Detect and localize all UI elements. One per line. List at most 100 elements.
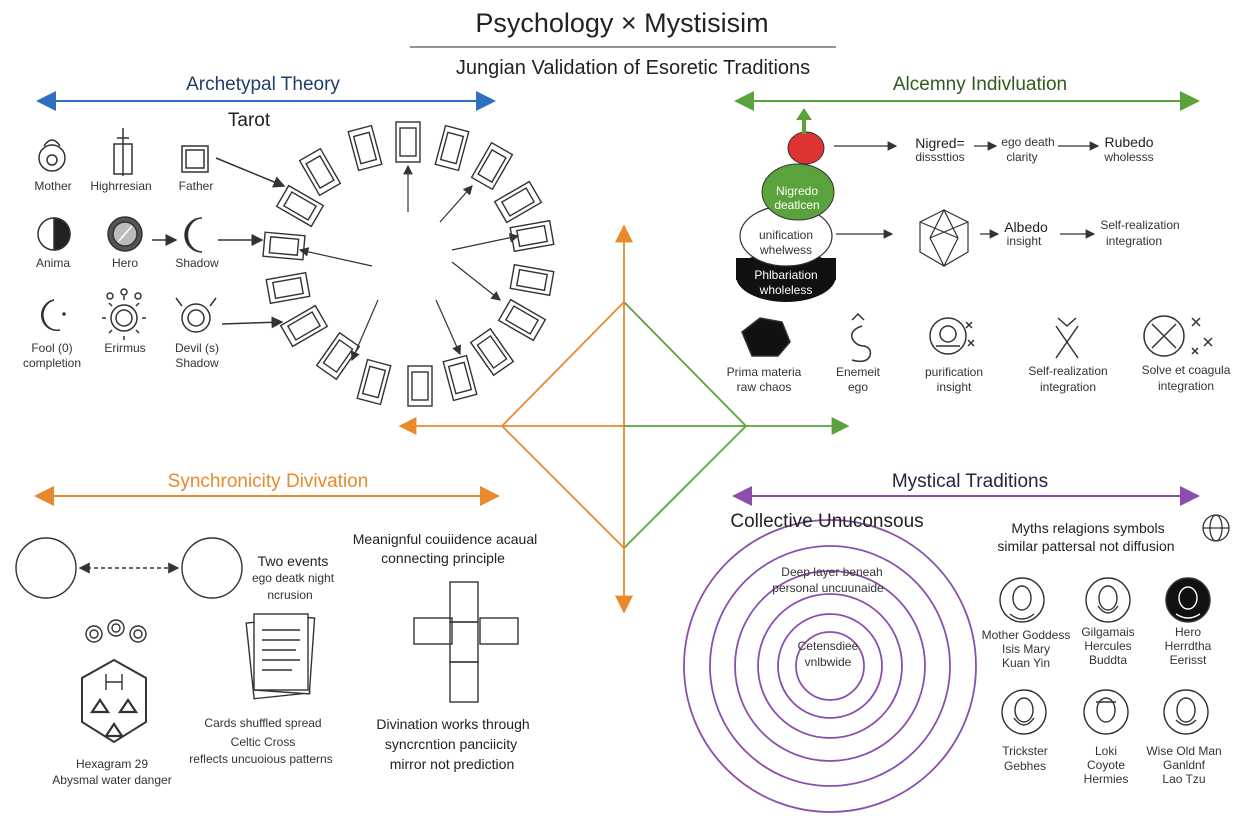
synchronicity-heading: Synchronicity Divivation — [167, 471, 369, 492]
tarot-card — [442, 354, 478, 402]
archetype-label: Highrresian — [90, 179, 152, 193]
archetype-label-2: completion — [22, 356, 82, 370]
x-glyph-icon — [1055, 317, 1079, 359]
concentric-circles — [683, 519, 977, 813]
figure-label: Hermies — [1083, 772, 1129, 786]
black-stone-icon — [741, 317, 791, 357]
archetype-label: Erirmus — [104, 341, 146, 355]
square-icon — [181, 145, 209, 173]
myths-label: Myths relagions symbols — [1011, 520, 1165, 536]
flow-label: integration — [1105, 234, 1163, 248]
page-title: Psychology × Mystisisim — [475, 8, 769, 38]
loki-portrait — [1083, 689, 1129, 735]
alchemy-stack — [736, 108, 836, 302]
tarot-card — [469, 327, 515, 377]
stack-label: Phlbariation — [754, 268, 818, 282]
figure-label: Eerisst — [1169, 653, 1207, 667]
flow-label: clarity — [1006, 150, 1038, 164]
divination-label: mirror not prediction — [389, 756, 515, 772]
flow-label: wholesss — [1104, 150, 1154, 164]
sulfur-icon — [850, 312, 872, 363]
flow-label: Self-realization — [1100, 218, 1180, 232]
cards-label: Celtic Cross — [230, 735, 296, 749]
circle-x-icon — [1143, 315, 1213, 357]
archetype-label: Anima — [35, 256, 71, 270]
meaningful-label: Meanignful couiidence acaual — [352, 531, 538, 547]
tarot-card — [493, 180, 543, 224]
figure-label: Loki — [1094, 744, 1118, 758]
deep-layer-label: personal uncuunaide — [772, 581, 884, 595]
center-label: vnlbwide — [804, 655, 852, 669]
figure-label: Trickster — [1002, 744, 1048, 758]
flow-label: ego death — [1001, 135, 1055, 149]
symbol-label: purification — [924, 365, 984, 379]
tarot-card — [275, 184, 325, 228]
archetypal-heading: Archetypal Theory — [186, 74, 340, 95]
crescent-icon — [184, 217, 203, 253]
archetype-label: Mother — [34, 179, 72, 193]
globe-icon — [1202, 514, 1230, 542]
central-diamond — [398, 224, 850, 614]
card-deck-icon — [245, 613, 316, 700]
tarot-card — [470, 141, 514, 191]
celtic-cross-icon — [413, 581, 519, 703]
alchemy-symbol-icons — [741, 312, 1213, 363]
tarot-card — [356, 358, 392, 406]
stack-label: unification — [758, 228, 814, 242]
sun-icon — [102, 288, 146, 340]
flow-label: Nigred= — [915, 135, 965, 151]
tarot-spokes — [298, 164, 520, 362]
tarot-card — [434, 124, 470, 172]
mother-symbol-icon — [38, 139, 66, 172]
archetype-label: Fool (0) — [31, 341, 73, 355]
flow-label: Rubedo — [1104, 134, 1154, 150]
flow-label: disssttios — [915, 150, 965, 164]
stack-label: whelwess — [759, 243, 813, 257]
symbol-label: Prima materia — [726, 365, 802, 379]
archetype-label: Devil (s) — [175, 341, 219, 355]
sword-icon — [113, 128, 133, 176]
coins-icon — [85, 619, 147, 643]
center-label: Cetensdiee — [797, 639, 859, 653]
symbol-label: raw chaos — [736, 380, 792, 394]
tarot-card — [298, 147, 342, 197]
tarot-card — [265, 271, 311, 305]
flow-label: Albedo — [1004, 219, 1048, 235]
portrait-icons — [999, 577, 1211, 735]
hero-portrait — [1165, 577, 1211, 623]
divination-label: Divination works through — [376, 716, 530, 732]
figure-label: Isis Mary — [1002, 642, 1050, 656]
devil-icon — [175, 297, 217, 333]
archetype-label: Hero — [111, 256, 139, 270]
mother-goddess-portrait — [999, 577, 1045, 623]
trickster-portrait — [1001, 689, 1047, 735]
archetype-label: Father — [178, 179, 214, 193]
two-events-label: ncrusion — [267, 588, 313, 602]
two-events-label: Two events — [257, 553, 329, 569]
tarot-card — [407, 365, 433, 407]
stack-label: Nigredo — [775, 184, 819, 198]
figure-label: Hercules — [1084, 639, 1132, 653]
tarot-label: Tarot — [227, 110, 271, 131]
synchronicity-graphics — [15, 537, 519, 744]
figure-label: Kuan Yin — [1001, 656, 1051, 670]
figure-label: Hero — [1174, 625, 1202, 639]
myths-label: similar pattersal not diffusion — [997, 538, 1175, 554]
wise-old-man-portrait — [1163, 689, 1209, 735]
hexagram-label: Abysmal water danger — [52, 773, 172, 787]
meaningful-label: connecting principle — [381, 550, 505, 566]
tarot-card — [497, 298, 547, 342]
hexagram-label: Hexagram 29 — [75, 757, 149, 771]
moon-star-icon — [41, 299, 66, 332]
two-events-label: ego deatk night — [251, 571, 335, 585]
figure-label: Coyote — [1086, 758, 1126, 772]
polyhedron-icon — [919, 208, 969, 268]
tarot-card — [395, 121, 421, 163]
event-circle — [181, 537, 243, 599]
purification-icon — [929, 317, 975, 355]
symbol-label: Solve et coagula — [1141, 363, 1231, 377]
collective-unconscious-label: Collective Unuconsous — [730, 511, 924, 532]
event-circle — [15, 537, 77, 599]
symbol-label: Self-realization — [1028, 364, 1108, 378]
